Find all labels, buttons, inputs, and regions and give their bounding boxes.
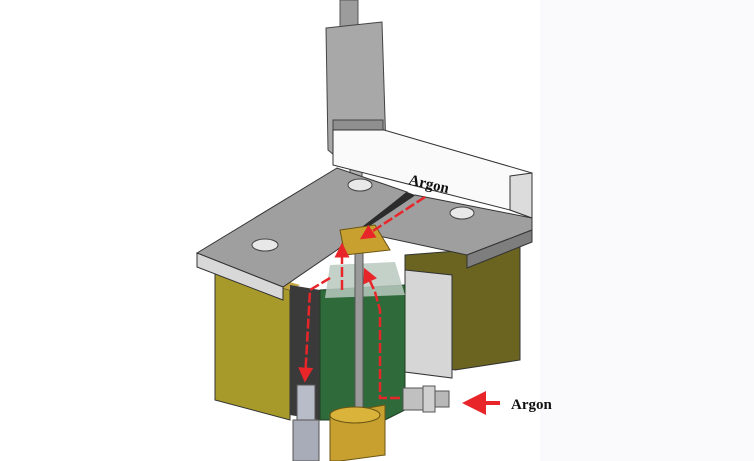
flow-arrow-left-down	[298, 276, 331, 383]
flow-arrow-right-up	[363, 267, 400, 400]
top-plate	[195, 167, 533, 301]
argon-label-inlet: Argon	[511, 397, 552, 413]
argon-flow-path	[298, 195, 426, 400]
shielding-bar	[332, 129, 533, 219]
fittings	[292, 384, 450, 461]
